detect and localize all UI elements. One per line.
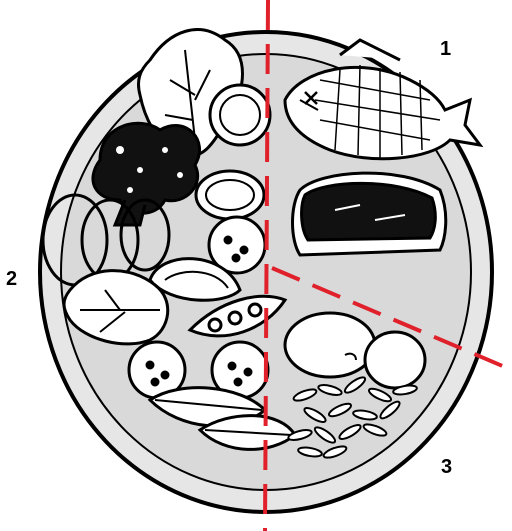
section-label-1: 1 bbox=[440, 38, 451, 61]
section-label-2: 2 bbox=[6, 268, 17, 291]
steak bbox=[293, 173, 446, 255]
section-label-3: 3 bbox=[441, 456, 452, 479]
